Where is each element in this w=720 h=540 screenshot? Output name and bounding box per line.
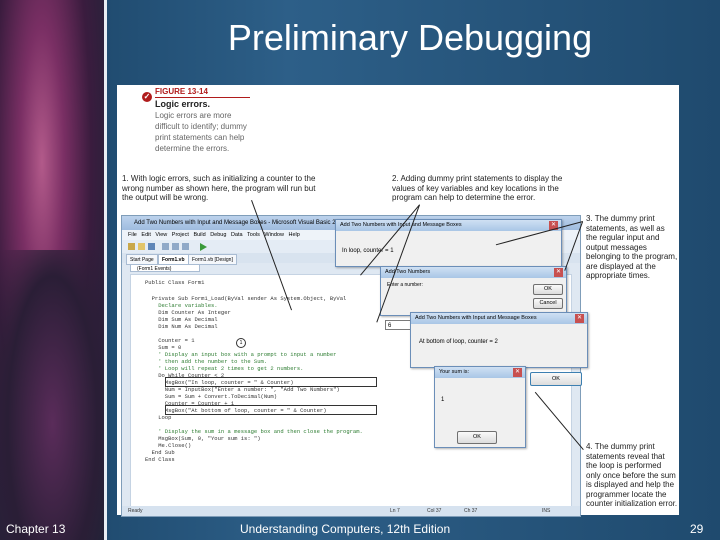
menu-debug[interactable]: Debug xyxy=(210,232,227,238)
menu-tools[interactable]: Tools xyxy=(247,232,260,238)
dialog-loop-bottom: Add Two Numbers with Input and Message B… xyxy=(410,312,588,368)
dialog-title: Add Two Numbers with Input and Message B… xyxy=(411,313,587,324)
menu-project[interactable]: Project xyxy=(171,232,189,238)
figure-number: FIGURE 13-14 xyxy=(155,87,208,96)
note-4: 4. The dummy print statements reveal tha… xyxy=(586,442,678,508)
note-2: 2. Adding dummy print statements to disp… xyxy=(392,174,563,202)
close-icon[interactable]: ✕ xyxy=(575,314,584,323)
open-folder-icon[interactable] xyxy=(138,243,145,250)
code-line: Dim Sum As Decimal xyxy=(145,316,218,323)
menu-build[interactable]: Build xyxy=(193,232,206,238)
ok-button[interactable]: OK xyxy=(533,284,563,295)
code-line: Public Class Form1 xyxy=(145,279,205,286)
close-icon[interactable]: ✕ xyxy=(513,368,522,377)
save-icon[interactable] xyxy=(148,243,155,250)
code-line: Do While Counter < 2 xyxy=(145,372,225,379)
cut-icon[interactable] xyxy=(162,243,169,250)
footer-book-title: Understanding Computers, 12th Edition xyxy=(240,522,451,536)
note-1: 1. With logic errors, such as initializi… xyxy=(122,174,316,202)
input-prompt: Enter a number: xyxy=(387,282,423,288)
code-line: ' Display an input box with a prompt to … xyxy=(145,351,337,358)
code-line: Counter = Counter + 1 xyxy=(145,400,235,407)
dialog-message: In loop, counter = 1 xyxy=(342,248,394,254)
dialog-title: Add Two Numbers with Input and Message B… xyxy=(336,220,561,231)
code-line: ' then add the number to the Sum. xyxy=(145,358,268,365)
figure-rule xyxy=(155,97,250,98)
code-line: MsgBox(Sum, 0, "Your sum is: ") xyxy=(145,435,261,442)
status-line: Ln 7 xyxy=(390,508,400,514)
figure-title: Logic errors. xyxy=(155,99,211,109)
menu-view[interactable]: View xyxy=(155,232,168,238)
figure-caption: Logic errors are more difficult to ident… xyxy=(155,111,247,153)
menu-file[interactable]: File xyxy=(128,232,137,238)
dialog-input: Add Two Numbers Enter a number: OK Cance… xyxy=(380,266,567,316)
code-line: Me.Close() xyxy=(145,442,192,449)
menu-help[interactable]: Help xyxy=(288,232,300,238)
highlight-dummy-print-1 xyxy=(165,377,377,387)
code-line: Dim Num As Decimal xyxy=(145,323,218,330)
ide-status-bar: Ready Ln 7 Col 37 Ch 37 INS xyxy=(122,506,580,516)
code-line: Sum = Sum + Convert.ToDecimal(Num) xyxy=(145,393,278,400)
note-3: 3. The dummy print statements, as well a… xyxy=(586,214,678,280)
footer-chapter: Chapter 13 xyxy=(6,522,66,536)
tab-form1-design[interactable]: Form1.vb [Design] xyxy=(188,254,237,265)
sum-ok-button[interactable]: OK xyxy=(457,431,497,444)
loop-bottom-ok-button[interactable]: OK xyxy=(530,372,582,386)
new-project-icon[interactable] xyxy=(128,243,135,250)
dialog-title: Add Two Numbers xyxy=(381,267,566,278)
dialog-sum: Your sum is: 1 OK ✕ xyxy=(434,366,526,448)
highlight-dummy-print-2 xyxy=(165,405,377,415)
sum-value: 1 xyxy=(441,397,445,403)
close-icon[interactable]: ✕ xyxy=(549,221,558,230)
status-ready: Ready xyxy=(128,508,143,514)
code-line: ' Display the sum in a message box and t… xyxy=(145,428,363,435)
slide-title: Preliminary Debugging xyxy=(227,17,593,58)
cancel-button[interactable]: Cancel xyxy=(533,298,563,309)
code-line: Loop xyxy=(145,414,172,421)
code-line: Num = InputBox("Enter a number: ", "Add … xyxy=(145,386,340,393)
status-mode: INS xyxy=(542,508,551,514)
paste-icon[interactable] xyxy=(182,243,189,250)
page-number: 29 xyxy=(690,522,704,536)
figure-badge-icon: ✓ xyxy=(142,92,152,102)
dialog-message: At bottom of loop, counter = 2 xyxy=(419,339,498,345)
status-col: Col 37 xyxy=(427,508,442,514)
object-dropdown[interactable]: (Form1 Events) xyxy=(130,264,200,272)
code-line: ' Loop will repeat 2 times to get 2 numb… xyxy=(145,365,304,372)
menu-window[interactable]: Window xyxy=(264,232,284,238)
code-line: Declare variables. xyxy=(145,302,218,309)
dialog-loop-top: Add Two Numbers with Input and Message B… xyxy=(335,219,562,267)
callout-marker: 1 xyxy=(236,338,246,348)
code-line: MsgBox("In loop, counter = " & Counter) xyxy=(145,379,294,386)
code-line: End Sub xyxy=(145,449,175,456)
close-icon[interactable]: ✕ xyxy=(554,268,563,277)
code-line: MsgBox("At bottom of loop, counter = " &… xyxy=(145,407,327,414)
menu-edit[interactable]: Edit xyxy=(141,232,151,238)
decorative-swirl-lower xyxy=(0,250,105,540)
slide-divider xyxy=(104,0,107,540)
code-line: Dim Counter As Integer xyxy=(145,309,231,316)
status-ch: Ch 37 xyxy=(464,508,478,514)
copy-icon[interactable] xyxy=(172,243,179,250)
code-line: End Class xyxy=(145,456,175,463)
code-line: Sum = 0 xyxy=(145,344,182,351)
dialog-title: Your sum is: xyxy=(435,367,525,378)
code-line: Private Sub Form1_Load(ByVal sender As S… xyxy=(145,295,347,302)
code-line: Counter = 1 xyxy=(145,337,195,344)
start-debug-icon[interactable] xyxy=(200,243,207,251)
menu-data[interactable]: Data xyxy=(230,232,243,238)
